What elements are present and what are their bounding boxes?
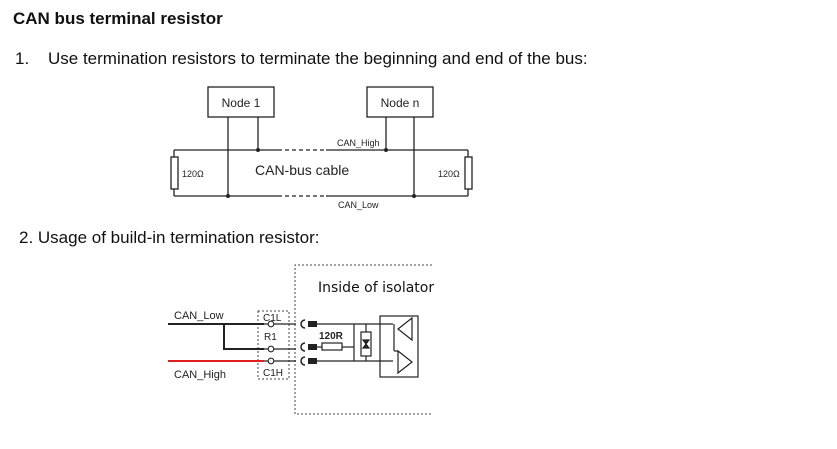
step-1-number: 1. <box>15 49 30 68</box>
step-1-text: Use termination resistors to terminate t… <box>48 49 588 68</box>
resistor-label: 120R <box>319 331 344 342</box>
node-n-label: Node n <box>381 96 420 110</box>
plug-body-c1h <box>308 358 317 364</box>
node-1-box <box>207 86 275 118</box>
terminal-c1h <box>267 357 275 365</box>
node-n-box <box>366 86 434 118</box>
junction-dot <box>412 194 416 198</box>
left-resistor <box>170 156 179 190</box>
right-resistor-label: 120Ω <box>438 169 460 179</box>
isolator-diagram <box>168 264 432 415</box>
pin-c1l-label: C1L <box>263 313 282 324</box>
plug-body-c1l <box>308 321 317 327</box>
bridge-wire <box>223 324 264 350</box>
plug-r1 <box>300 342 306 352</box>
pin-c1h-label: C1H <box>263 368 283 379</box>
terminal-r1 <box>267 345 275 353</box>
junction-dot <box>226 194 230 198</box>
right-resistor <box>464 156 473 190</box>
junction-dot <box>384 148 388 152</box>
junction-dots <box>226 148 416 198</box>
isolator-label: Inside of isolator <box>318 280 434 296</box>
step-2-text: 2. Usage of build-in termination resisto… <box>19 228 320 247</box>
isolator-boundary <box>294 264 432 415</box>
plug-c1l <box>300 319 306 329</box>
pin-r1-label: R1 <box>264 332 277 343</box>
page-title: CAN bus terminal resistor <box>13 9 223 28</box>
step-1: 1. Use termination resistors to terminat… <box>15 49 588 69</box>
plug-c1h <box>300 356 306 366</box>
plug-body-r1 <box>308 344 317 350</box>
terminal-c1l <box>267 320 275 328</box>
can-high-wire-label: CAN_High <box>174 369 226 381</box>
can-high-label: CAN_High <box>337 138 380 148</box>
tvs-symbol <box>361 339 371 349</box>
driver-symbol <box>397 349 413 375</box>
bus-termination-diagram <box>170 86 473 197</box>
node-1-label: Node 1 <box>222 96 261 110</box>
can-low-wire-label: CAN_Low <box>174 310 224 322</box>
transceiver-box <box>379 315 419 378</box>
resistor-120r <box>321 342 343 351</box>
can-low-label: CAN_Low <box>338 200 379 210</box>
junction-dot <box>256 148 260 152</box>
receiver-symbol <box>397 316 413 342</box>
left-resistor-label: 120Ω <box>182 169 204 179</box>
terminal-block <box>257 310 290 380</box>
cable-label: CAN-bus cable <box>255 162 349 178</box>
